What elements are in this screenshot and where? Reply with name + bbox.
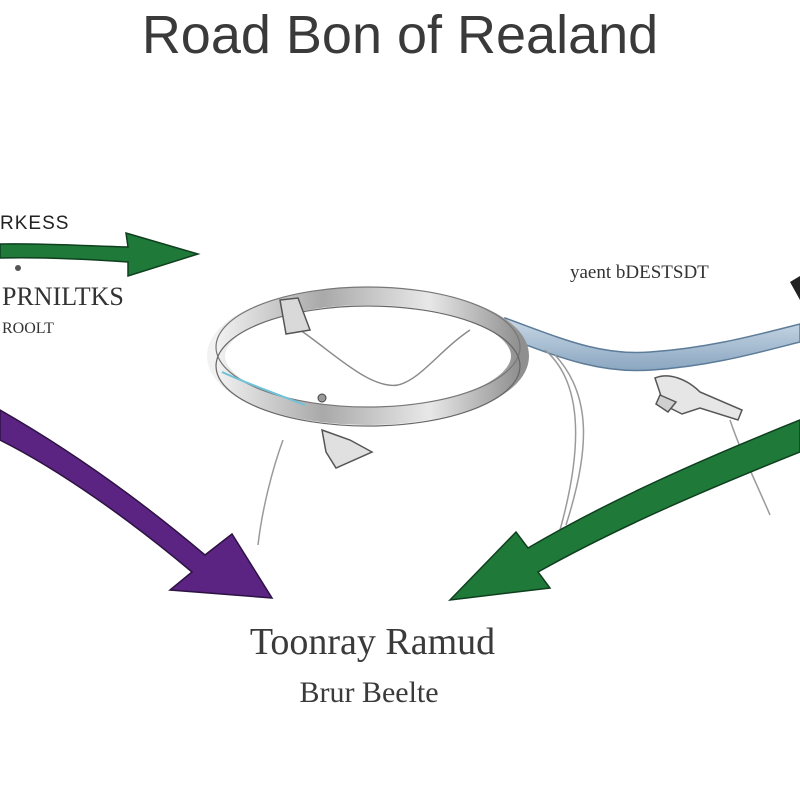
purple-arrow-icon (0, 409, 274, 599)
label-top-right: yaent bDESTSDT (570, 262, 709, 283)
label-bottom-2: Brur Beelte (299, 676, 439, 709)
label-top-left-1: RKESS (0, 213, 70, 234)
label-bottom-1: Toonray Ramud (249, 621, 496, 663)
marker-dot-icon (15, 265, 21, 271)
green-arrow-icon (0, 231, 201, 278)
green-arrow-icon (447, 419, 800, 601)
dark-arrow-tip-icon (790, 276, 800, 300)
clip-icon (654, 375, 743, 421)
page-title: Road Bon of Realand (141, 5, 659, 65)
label-top-left-3: ROOLT (2, 320, 54, 337)
metal-ring-icon (207, 286, 529, 469)
blue-cable-icon (501, 316, 800, 372)
label-top-left-2: PRNILTKS (2, 282, 124, 311)
